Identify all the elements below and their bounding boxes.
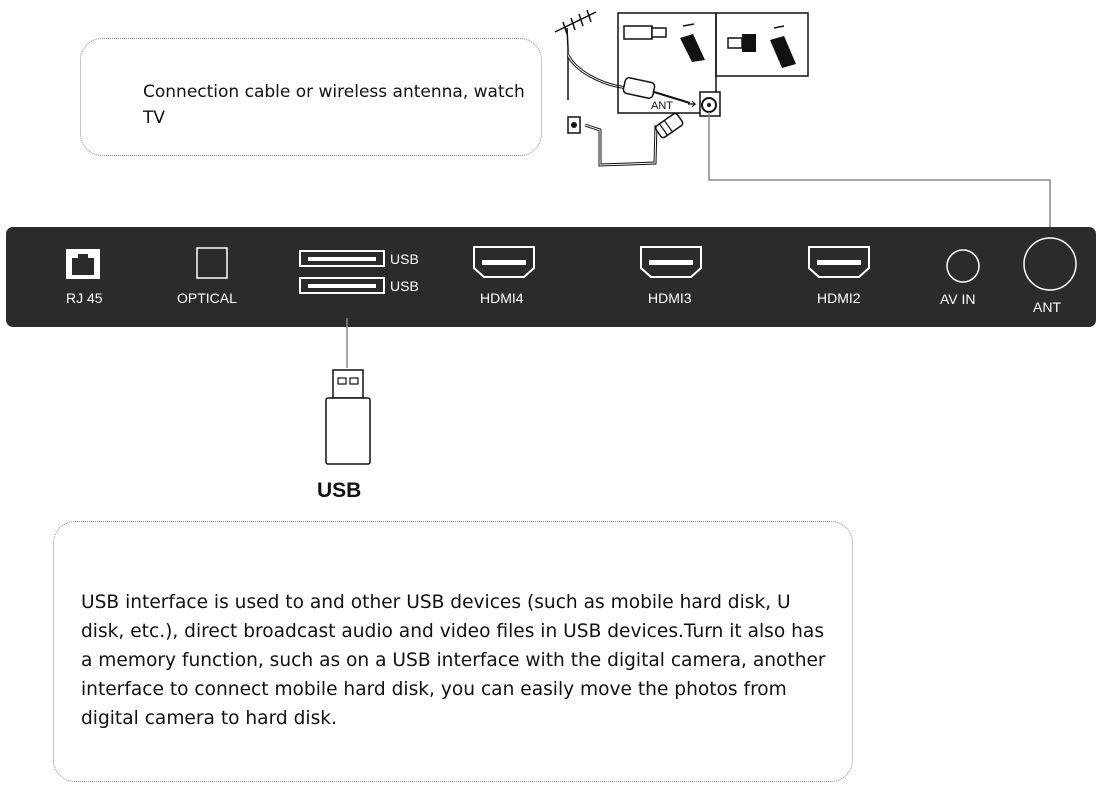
antenna-jack-label: ANT [651,100,673,112]
hdmi3-port-icon [640,246,702,278]
rooftop-antenna-icon [554,9,597,100]
hdmi2-port-icon [808,246,870,278]
usb-port-bottom-icon [299,277,385,294]
av-in-port-icon [946,249,980,283]
ant-label: ANT [1033,299,1061,315]
hdmi4-port-icon [473,246,535,278]
connector-inset-left [623,23,705,62]
usb-port-top-icon [299,250,385,267]
usb-device-label: USB [317,479,362,502]
ant-connection-line [708,112,1051,230]
antenna-callout: Connection cable or wireless antenna, wa… [80,38,542,156]
hdmi4-label: HDMI4 [480,290,524,306]
antenna-cable [566,54,629,90]
hdmi3-label: HDMI3 [648,290,692,306]
connector-inset-right [727,25,796,68]
ant-port-icon [1023,237,1077,291]
hdmi2-label: HDMI2 [817,290,861,306]
tv-back-panel: RJ 45 OPTICAL USB USB HDMI4 HDMI3 HDMI2 … [6,227,1096,327]
optical-label: OPTICAL [177,290,237,306]
wall-cable [584,123,658,167]
wall-plug-icon [654,112,684,139]
usb-callout-text: USB interface is used to and other USB d… [81,592,826,729]
av-in-label: AV IN [940,291,976,307]
optical-port-icon [196,247,228,279]
antenna-callout-text: Connection cable or wireless antenna, wa… [143,82,525,128]
usb-bottom-label: USB [390,278,419,294]
rj45-port-icon [66,249,100,279]
usb-callout: USB interface is used to and other USB d… [53,521,853,782]
usb-top-label: USB [390,251,419,267]
rj45-label: RJ 45 [66,290,103,306]
antenna-plug-icon [622,77,656,99]
